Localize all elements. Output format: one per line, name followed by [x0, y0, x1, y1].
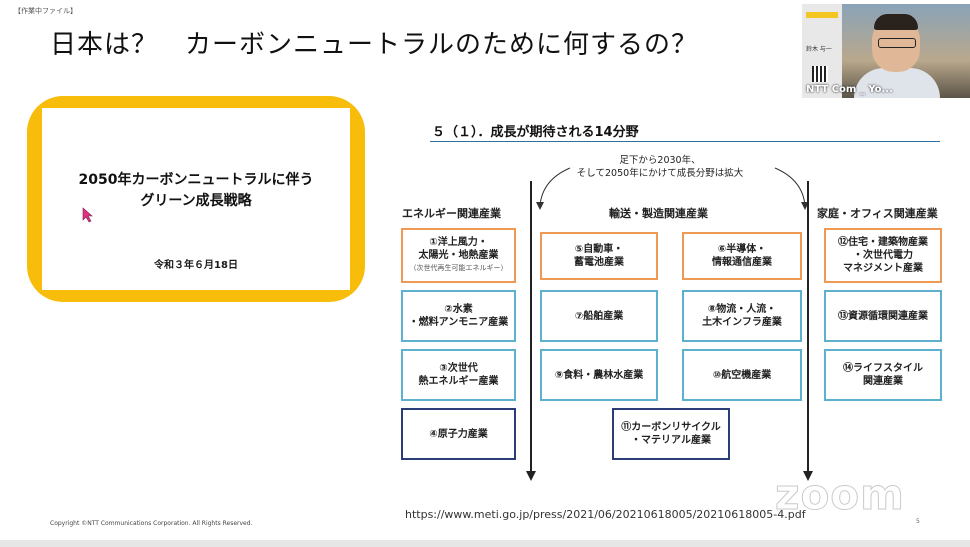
field-box-14: ⑭ライフスタイル 関連産業: [824, 349, 942, 401]
field-2-line2: ・燃料アンモニア産業: [409, 316, 509, 329]
field-8-line2: 土木インフラ産業: [702, 316, 782, 329]
field-12-line3: マネジメント産業: [843, 262, 923, 275]
participant-video-tile[interactable]: 鈴木 与一 NTT Com _ Yo...: [802, 4, 970, 98]
file-tag: 【作業中ファイル】: [14, 6, 77, 16]
strategy-title-line1: 2050年カーボンニュートラルに伴う: [42, 170, 350, 191]
field-6-line1: ⑥半導体・: [718, 243, 766, 256]
participant-name-label: NTT Com _ Yo...: [806, 84, 893, 95]
field-1-line2: 太陽光・地熱産業: [419, 249, 499, 262]
strategy-card: 2050年カーボンニュートラルに伴う グリーン成長戦略 令和３年６月18日: [27, 96, 365, 302]
column-transport: 輸送・製造関連産業: [609, 205, 708, 221]
field-14-line1: ⑭ライフスタイル: [843, 362, 923, 375]
field-2-line1: ②水素: [444, 303, 472, 316]
column-home-office: 家庭・オフィス関連産業: [817, 205, 938, 221]
field-5-line2: 蓄電池産業: [574, 256, 624, 269]
growth-fields-heading: ５（１）．成長が期待される14分野: [432, 121, 639, 140]
field-11-line2: ・マテリアル産業: [631, 434, 711, 447]
page-number: 5: [916, 518, 920, 525]
glasses-icon: [878, 38, 916, 48]
strategy-card-inner: 2050年カーボンニュートラルに伴う グリーン成長戦略 令和３年６月18日: [42, 108, 350, 290]
field-14-line2: 関連産業: [863, 375, 903, 388]
field-box-9: ⑨食料・農林水産業: [540, 349, 658, 401]
zoom-watermark: zoom: [775, 470, 905, 519]
field-1-sub: （次世代再生可能エネルギー）: [410, 262, 508, 275]
participant-hair: [874, 14, 918, 30]
field-13-line1: ⑬資源循環関連産業: [838, 310, 928, 323]
divider-left: [530, 181, 532, 473]
field-3-line1: ③次世代: [439, 362, 477, 375]
ntt-logo-icon: [806, 12, 838, 18]
field-box-13: ⑬資源循環関連産業: [824, 290, 942, 342]
field-box-4: ④原子力産業: [401, 408, 516, 460]
field-box-2: ②水素 ・燃料アンモニア産業: [401, 290, 516, 342]
field-3-line2: 熱エネルギー産業: [419, 375, 499, 388]
field-12-line1: ⑫住宅・建築物産業: [838, 236, 928, 249]
field-10-line1: ⑩航空機産業: [713, 369, 771, 382]
field-box-8: ⑧物流・人流・ 土木インフラ産業: [682, 290, 802, 342]
field-12-line2: ・次世代電力: [853, 249, 913, 262]
paper-name-text: 鈴木 与一: [806, 44, 832, 53]
bottom-bar: [0, 540, 970, 547]
field-box-10: ⑩航空機産業: [682, 349, 802, 401]
field-box-12: ⑫住宅・建築物産業 ・次世代電力 マネジメント産業: [824, 228, 942, 283]
source-url: https://www.meti.go.jp/press/2021/06/202…: [405, 508, 806, 521]
strategy-card-title: 2050年カーボンニュートラルに伴う グリーン成長戦略: [42, 170, 350, 212]
field-4-line1: ④原子力産業: [429, 428, 487, 441]
field-9-line1: ⑨食料・農林水産業: [555, 369, 643, 382]
field-7-line1: ⑦船舶産業: [575, 310, 623, 323]
field-8-line1: ⑧物流・人流・: [708, 303, 776, 316]
field-box-1: ①洋上風力・ 太陽光・地熱産業 （次世代再生可能エネルギー）: [401, 228, 516, 283]
field-box-11: ⑪カーボンリサイクル ・マテリアル産業: [612, 408, 730, 460]
qr-code-icon: [812, 66, 828, 82]
slide-title: 日本は？ カーボンニュートラルのために何するの？: [50, 24, 698, 61]
field-11-line1: ⑪カーボンリサイクル: [621, 421, 721, 434]
copyright-text: Copyright ©NTT Communications Corporatio…: [50, 520, 252, 527]
heading-rule: [430, 141, 940, 142]
field-box-7: ⑦船舶産業: [540, 290, 658, 342]
divider-right: [807, 181, 809, 473]
field-5-line1: ⑤自動車・: [575, 243, 623, 256]
field-1-line1: ①洋上風力・: [429, 236, 487, 249]
strategy-date: 令和３年６月18日: [42, 256, 350, 271]
down-arrow-left-icon: [525, 470, 537, 482]
column-energy: エネルギー関連産業: [402, 205, 501, 221]
mouse-cursor-icon: [82, 207, 94, 223]
field-box-5: ⑤自動車・ 蓄電池産業: [540, 232, 658, 280]
field-6-line2: 情報通信産業: [712, 256, 772, 269]
field-box-3: ③次世代 熱エネルギー産業: [401, 349, 516, 401]
field-box-6: ⑥半導体・ 情報通信産業: [682, 232, 802, 280]
